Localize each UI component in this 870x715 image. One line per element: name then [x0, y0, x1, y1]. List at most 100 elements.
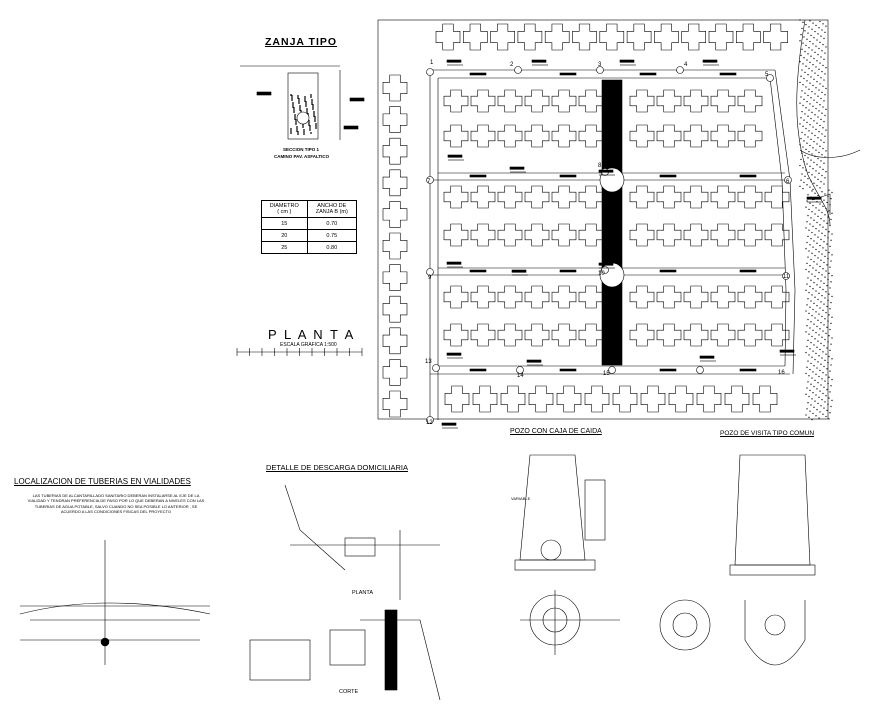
fill-dot [311, 101, 313, 103]
house-lot [737, 89, 763, 113]
terrain-dot [808, 150, 810, 153]
terrain-dot [818, 130, 820, 133]
terrain-dot [805, 268, 807, 271]
terrain-dot [808, 229, 810, 231]
house-lot [763, 23, 788, 51]
fill-dot [315, 125, 317, 127]
terrain-dot [830, 322, 832, 325]
terrain-dot [828, 376, 830, 378]
terrain-dot [806, 304, 808, 306]
terrain-dot [816, 101, 818, 104]
terrain-dot [822, 85, 824, 87]
terrain-dot [805, 23, 807, 26]
house-lot [470, 89, 496, 113]
terrain-dot [806, 366, 808, 368]
terrain-dot [813, 406, 815, 409]
terrain-dot [808, 47, 810, 49]
fill-dot [315, 123, 317, 125]
terrain-dot [828, 272, 830, 275]
terrain-dot [799, 81, 801, 84]
terrain-dot [816, 388, 818, 390]
manhole-icon [766, 74, 774, 82]
terrain-dot [820, 280, 822, 282]
terrain-dot [829, 370, 831, 372]
elev-tag [441, 422, 457, 426]
house-lot [578, 124, 604, 148]
terrain-dot [808, 250, 810, 252]
house-lot [382, 264, 408, 291]
elev-tag [447, 154, 463, 158]
terrain-dot [801, 173, 803, 175]
fill-dot [302, 126, 304, 128]
terrain-dot [822, 147, 824, 150]
terrain-dot [807, 277, 809, 279]
terrain-dot [810, 159, 812, 161]
terrain-dot [815, 24, 817, 27]
terrain-dot [799, 164, 801, 167]
terrain-dot [808, 208, 810, 211]
node-label: 11 [783, 274, 790, 280]
terrain-dot [819, 166, 821, 168]
terrain-dot [819, 307, 821, 309]
house-lot [681, 23, 706, 51]
fill-dot [306, 108, 308, 110]
terrain-dot [808, 271, 810, 273]
terrain-dot [823, 220, 825, 222]
terrain-dot [827, 341, 829, 343]
terrain-dot [808, 312, 810, 315]
house-lot [556, 385, 582, 413]
terrain-dot [831, 254, 833, 256]
terrain-dot [802, 104, 804, 107]
node-label: 3 [598, 62, 602, 68]
terrain-dot [808, 375, 810, 377]
terrain-dot [811, 174, 813, 176]
terrain-dot [800, 75, 802, 77]
terrain-dot [823, 324, 825, 326]
elev-tag [509, 166, 525, 170]
terrain-dot [823, 261, 825, 264]
terrain-dot [822, 127, 824, 129]
terrain-dot [812, 204, 814, 207]
terrain-dot [822, 168, 824, 171]
terrain-dot [804, 154, 806, 157]
fill-dot [290, 132, 292, 134]
terrain-dot [805, 206, 807, 208]
terrain-dot [807, 381, 809, 383]
house-lot [500, 385, 526, 413]
terrain-dot [821, 154, 823, 156]
terrain-dot [815, 66, 817, 68]
pipe-section [100, 637, 110, 647]
terrain-dot [815, 128, 817, 131]
house-lot [612, 385, 638, 413]
terrain-dot [810, 76, 812, 78]
house-lot [524, 185, 550, 209]
terrain-dot [804, 92, 806, 94]
terrain-dot [805, 44, 807, 47]
terrain-dot [809, 264, 811, 267]
house-lot [551, 223, 577, 247]
terrain-dot [820, 77, 822, 79]
pozo-visita-body [734, 454, 811, 566]
terrain-dot [812, 63, 814, 66]
elev-tag [702, 59, 718, 63]
flow-arrow [559, 368, 577, 372]
house-lot [497, 89, 523, 113]
road-edge [769, 77, 787, 367]
terrain-dot [829, 245, 831, 248]
terrain-dot [816, 60, 818, 62]
fill-dot [305, 103, 307, 105]
descarga-corte-label: CORTE [339, 689, 359, 695]
house-lot [524, 323, 550, 347]
fill-dot [294, 116, 296, 118]
terrain-dot [814, 254, 816, 257]
house-lot [724, 385, 750, 413]
terrain-dot [818, 313, 820, 315]
terrain-dot [811, 211, 813, 213]
terrain-dot [821, 29, 823, 31]
terrain-dot [825, 87, 827, 90]
terrain-dot [808, 171, 810, 174]
terrain-dot [830, 343, 832, 345]
terrain-dot [807, 235, 809, 238]
terrain-dot [823, 199, 825, 201]
zanja-tag [349, 97, 365, 102]
